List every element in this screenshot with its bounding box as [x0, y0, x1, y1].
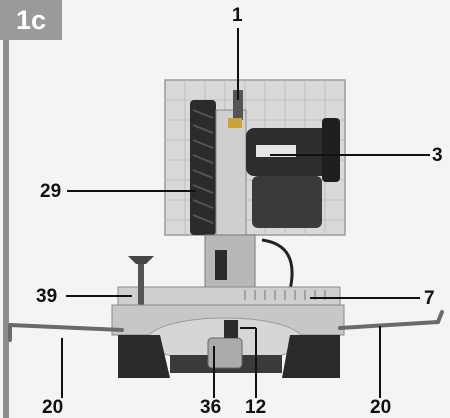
- warning-label: [228, 118, 242, 128]
- power-cable: [261, 238, 294, 291]
- callout-20-right: 20: [370, 397, 392, 418]
- callout-29: 29: [40, 181, 62, 202]
- left-frame-bar: [3, 30, 9, 418]
- motor-handle: [246, 118, 340, 228]
- callout-1: 1: [232, 5, 243, 26]
- blade-guard: [190, 100, 216, 235]
- swivel-arm: [204, 234, 256, 291]
- mitre-lock: [224, 320, 238, 338]
- callout-3: 3: [432, 145, 443, 166]
- leader-lines: [61, 28, 430, 398]
- bevel-lever: [215, 250, 227, 280]
- figure-badge: 1c: [0, 0, 62, 40]
- callout-39: 39: [36, 286, 58, 307]
- fence-rail: [117, 286, 341, 306]
- callout-36: 36: [200, 397, 222, 418]
- callout-7: 7: [424, 288, 435, 309]
- callout-20-left: 20: [42, 397, 64, 418]
- callout-12: 12: [245, 397, 267, 418]
- lock-knob: [233, 90, 243, 120]
- material-clamp: [128, 256, 154, 310]
- extension-rods: [8, 310, 444, 342]
